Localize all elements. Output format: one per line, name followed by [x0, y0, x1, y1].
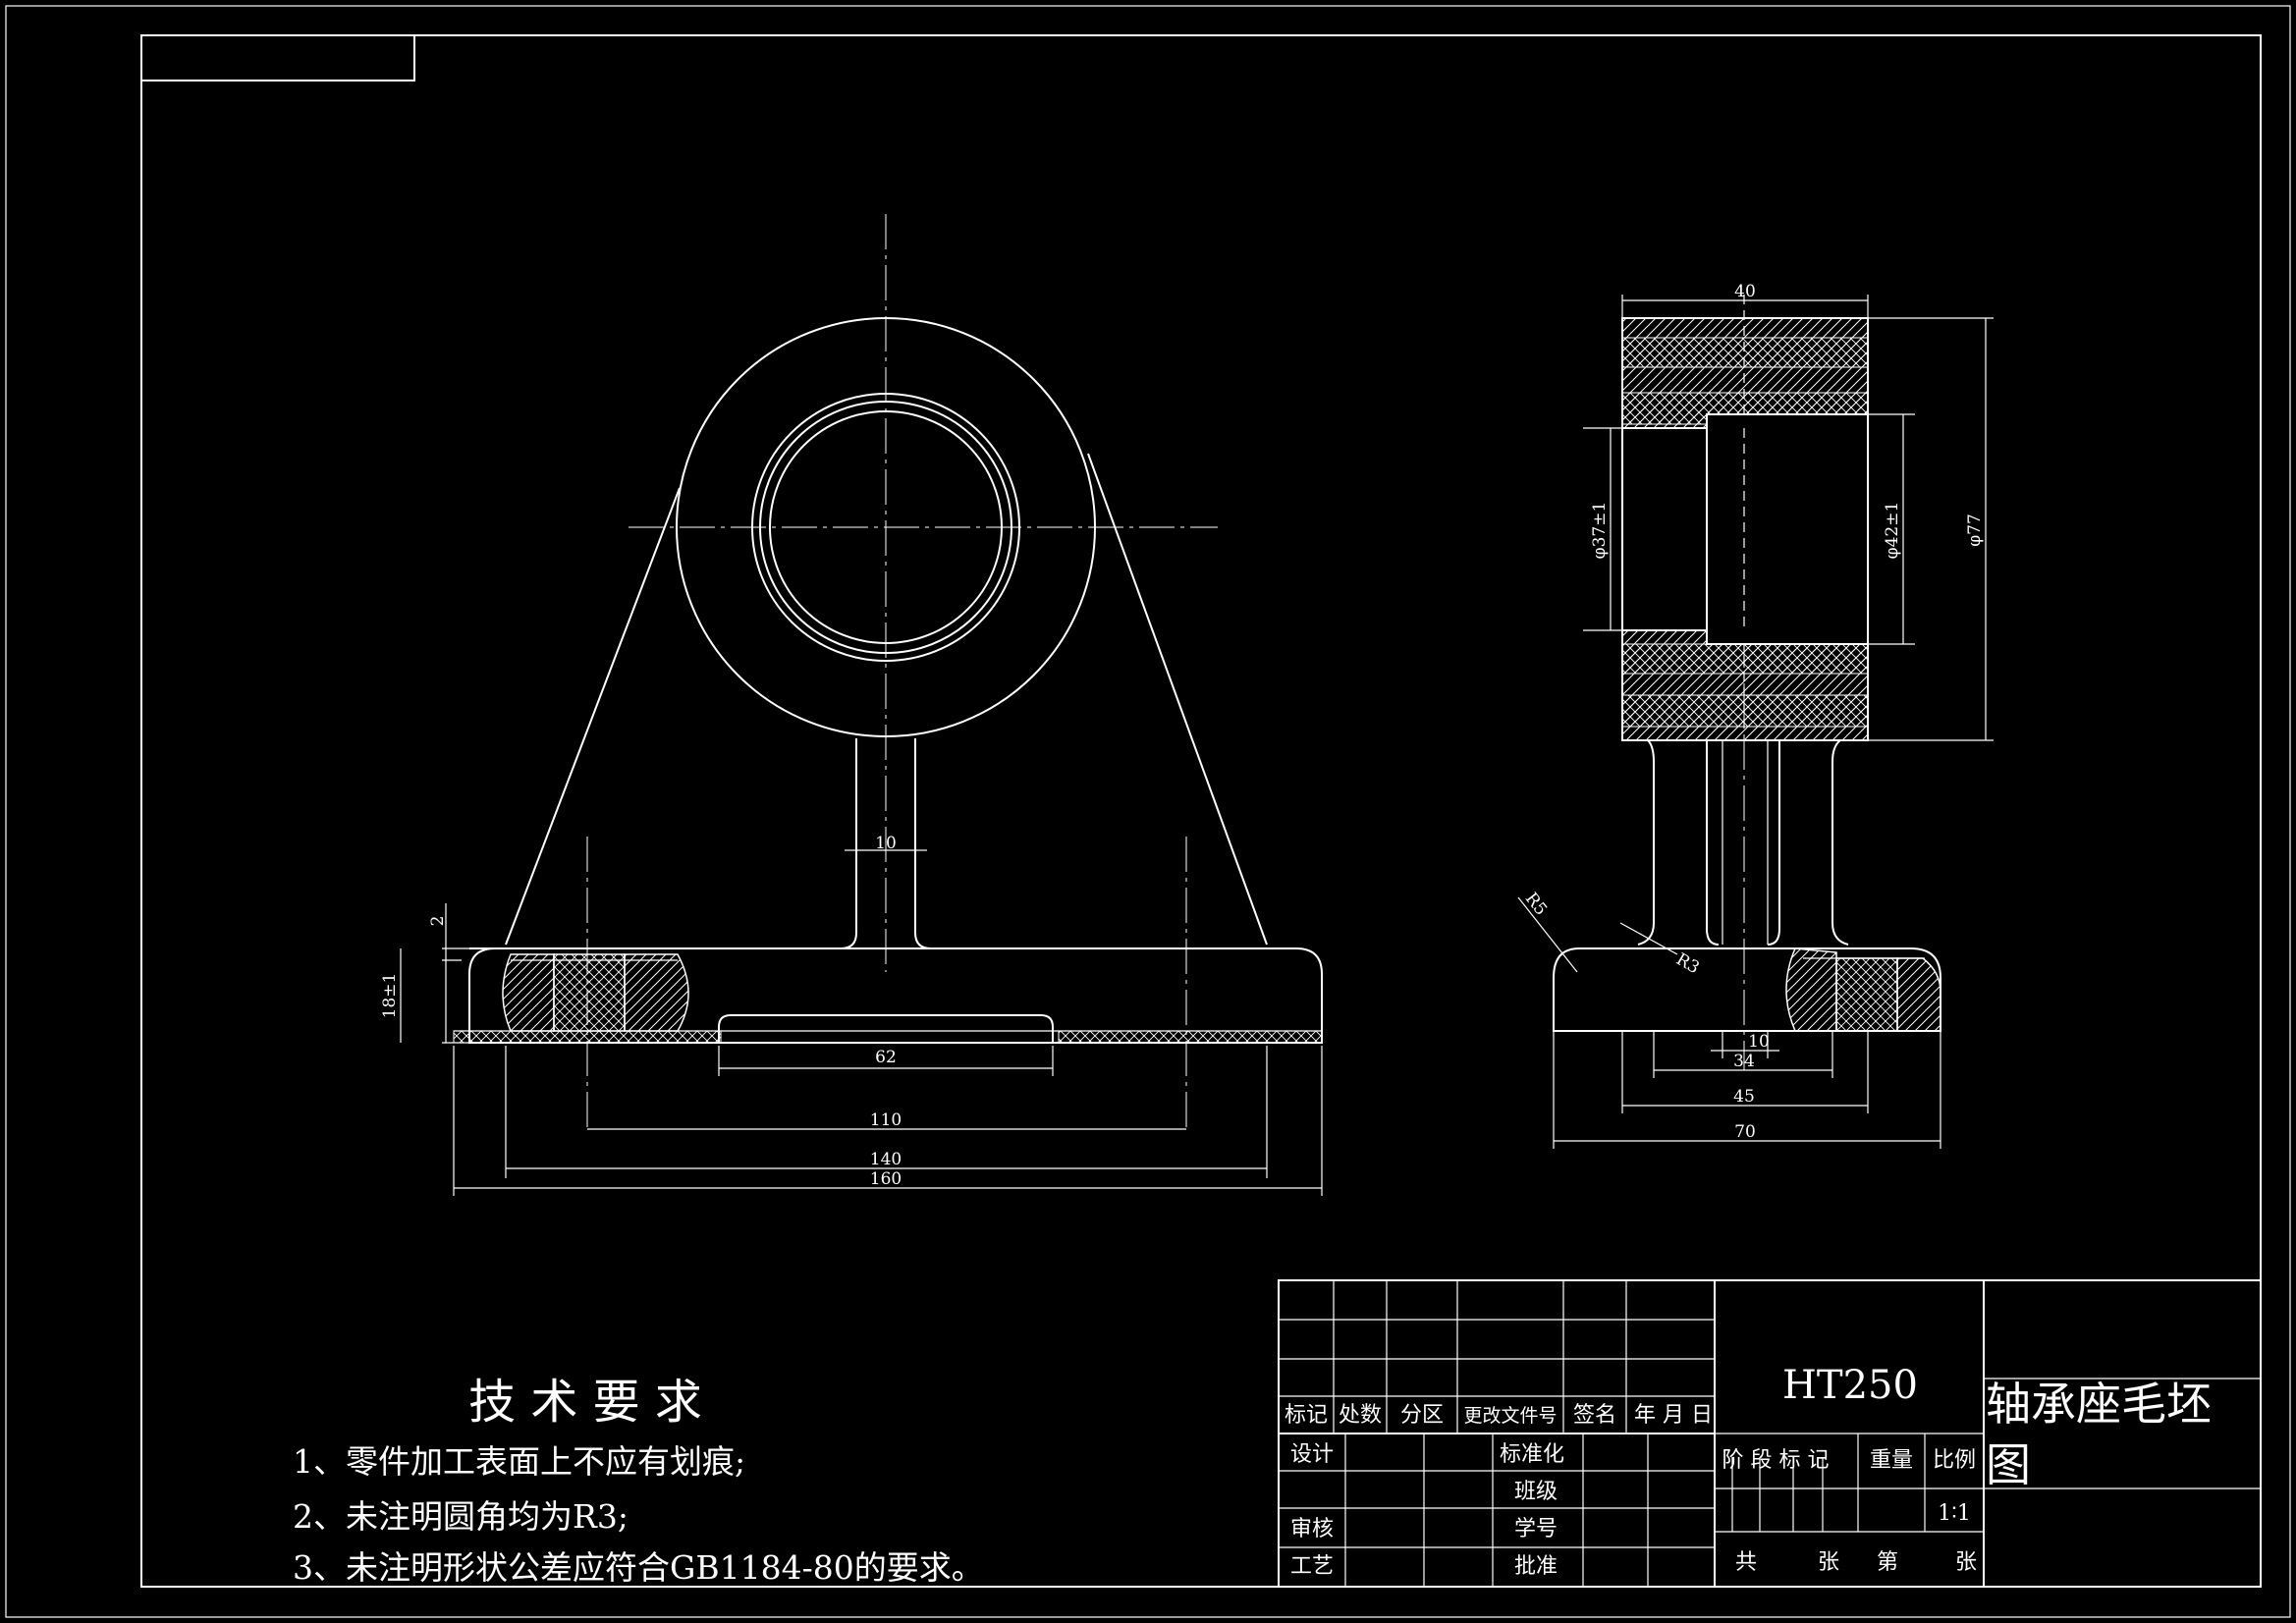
label-approve: 批准 [1514, 1554, 1558, 1579]
dim-2: 2 [428, 916, 448, 927]
label-check: 审核 [1290, 1517, 1334, 1542]
dim-70: 70 [1734, 1122, 1756, 1142]
drawing-frame [5, 5, 2291, 1618]
material: HT250 [1782, 1363, 1918, 1408]
label-process: 工艺 [1290, 1554, 1334, 1579]
header-sign: 签名 [1573, 1403, 1616, 1428]
label-weight: 重量 [1870, 1448, 1913, 1473]
tech-req-item-2: 2、未注明圆角均为R3; [293, 1497, 629, 1536]
label-design: 设计 [1290, 1442, 1334, 1467]
dim-web-10: 10 [875, 834, 897, 853]
dim-bore-42: φ42±1 [1883, 502, 1902, 560]
dim-side-10: 10 [1748, 1032, 1770, 1052]
part-name-suffix: 图 [1986, 1438, 2031, 1491]
part-name: 轴承座毛坯 [1986, 1378, 2212, 1431]
dim-140: 140 [870, 1150, 902, 1169]
dim-45: 45 [1733, 1087, 1755, 1107]
label-standardization: 标准化 [1500, 1442, 1564, 1467]
front-view: 10 2 18±1 62 110 140 160 [380, 214, 1323, 1196]
sheet-total: 共 [1735, 1550, 1757, 1575]
header-zone: 分区 [1400, 1403, 1444, 1428]
technical-requirements: 技 术 要 求 1、零件加工表面上不应有划痕; 2、未注明圆角均为R3; 3、未… [293, 1375, 984, 1587]
dim-18: 18±1 [380, 973, 400, 1019]
scale-value: 1∶1 [1938, 1501, 1971, 1526]
label-scale: 比例 [1933, 1448, 1976, 1473]
sheet-zhang-1: 张 [1818, 1550, 1839, 1575]
dim-r5: R5 [1521, 889, 1551, 919]
header-date: 年 月 日 [1634, 1403, 1713, 1428]
tech-req-item-3: 3、未注明形状公差应符合GB1184-80的要求。 [293, 1548, 984, 1587]
label-class: 班级 [1514, 1480, 1558, 1504]
dim-110: 110 [870, 1110, 902, 1130]
sheet-zhang-2: 张 [1955, 1550, 1977, 1575]
dim-62: 62 [875, 1048, 897, 1067]
header-count: 处数 [1339, 1403, 1382, 1428]
dim-outer-77: φ77 [1965, 514, 1985, 547]
tech-req-item-1: 1、零件加工表面上不应有划痕; [293, 1442, 745, 1481]
header-change-doc: 更改文件号 [1463, 1405, 1557, 1427]
header-mark: 标记 [1285, 1403, 1328, 1428]
title-block: 标记 处数 分区 更改文件号 签名 年 月 日 设计 审核 工艺 标准化 班级 … [1278, 1279, 2262, 1588]
sheet-no: 第 [1877, 1550, 1898, 1575]
label-student-id: 学号 [1514, 1517, 1558, 1542]
label-stage-mark: 阶 段 标 记 [1722, 1448, 1830, 1473]
dim-160: 160 [870, 1169, 902, 1189]
side-view: 40 φ37±1 φ42±1 φ77 R5 R3 10 34 45 70 [1517, 282, 1994, 1149]
dim-40: 40 [1734, 282, 1756, 301]
dim-34: 34 [1733, 1052, 1755, 1071]
tech-req-title: 技 术 要 求 [468, 1375, 702, 1430]
dim-bore-37: φ37±1 [1590, 502, 1610, 560]
